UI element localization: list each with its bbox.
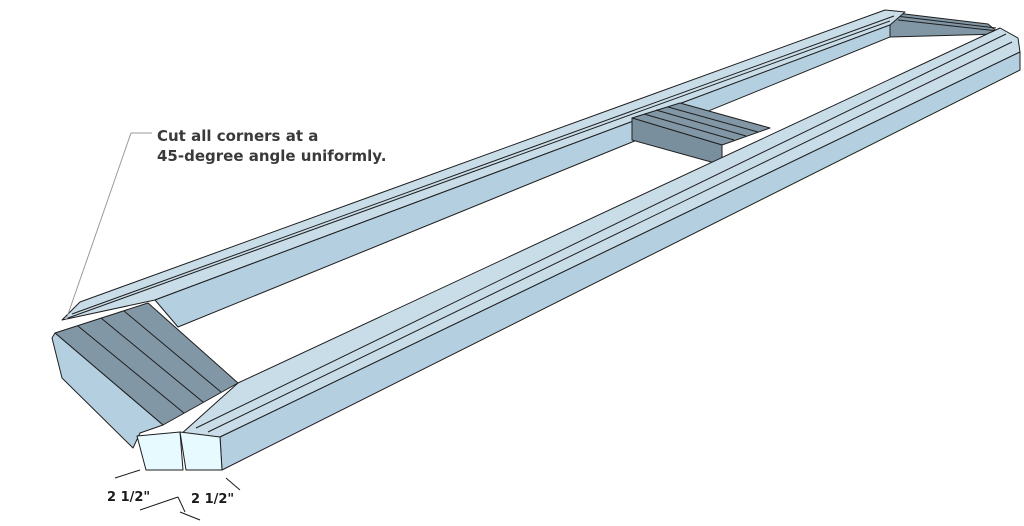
middle-board-seam	[643, 113, 735, 141]
dimension-line-left	[139, 496, 179, 511]
end-face-left	[136, 431, 184, 471]
callout-line-2: 45-degree angle uniformly.	[157, 147, 387, 165]
middle-board-seam	[655, 109, 747, 137]
far-end-board-top	[887, 11, 1001, 38]
back-rail-seam	[67, 20, 891, 319]
front-rail-seam	[207, 41, 1013, 433]
far-end-board-seam	[897, 19, 999, 32]
front-end-board-seam	[123, 310, 222, 393]
middle-board-seam	[667, 106, 759, 133]
dimension-label-left: 2 1/2"	[107, 490, 151, 505]
dimension-line-right	[179, 511, 201, 521]
front-end-board-seam	[77, 325, 185, 414]
front-rail-seam	[195, 33, 1007, 429]
dimension-label-right: 2 1/2"	[191, 492, 235, 507]
callout-note: Cut all corners at a 45-degree angle uni…	[157, 126, 386, 166]
dimension-line-right	[225, 477, 241, 491]
back-rail-seam	[71, 15, 895, 315]
end-face-right	[179, 431, 223, 471]
callout-leader-line	[65, 132, 152, 321]
dimension-line-right	[177, 496, 186, 513]
front-end-board-seam	[100, 317, 204, 403]
dimension-line-left	[114, 469, 141, 479]
callout-line-1: Cut all corners at a	[157, 127, 319, 145]
far-end-board-seam	[895, 15, 997, 29]
front-end-board-side	[51, 332, 164, 449]
